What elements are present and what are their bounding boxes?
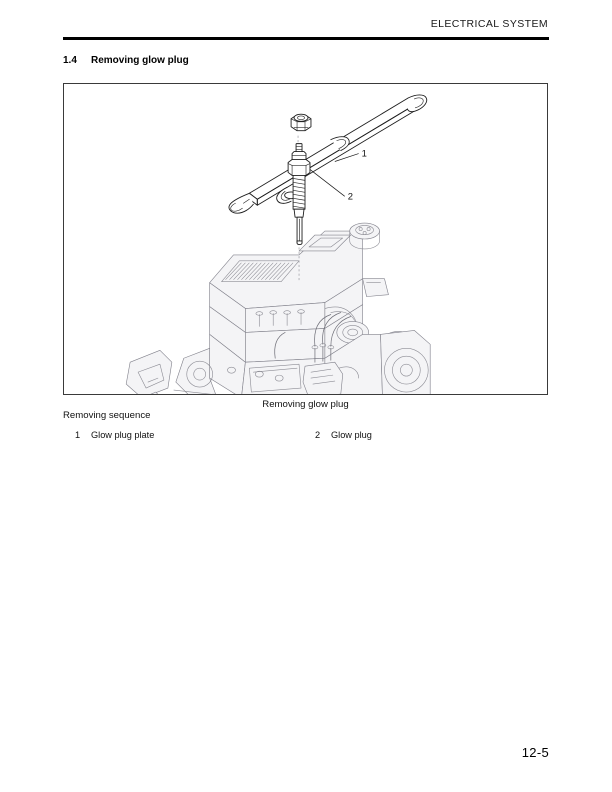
parts-list: 1 Glow plug plate 2 Glow plug	[63, 430, 548, 446]
part-number: 1	[75, 430, 81, 440]
removing-sequence-label: Removing sequence	[63, 410, 151, 421]
glow-plug-plate-part	[228, 94, 428, 214]
injection-pump	[302, 343, 359, 394]
parts-list-item: 2 Glow plug	[315, 430, 372, 440]
callout-label-1: 1	[362, 148, 367, 159]
glow-plug-exploded-diagram: 1 2	[125, 94, 431, 394]
part-number: 2	[315, 430, 321, 440]
page-number: 12-5	[521, 745, 549, 760]
engine-assembly-drawing	[125, 222, 431, 394]
callout-label-2: 2	[348, 190, 353, 201]
callout-leaders: 1 2	[309, 148, 367, 201]
section-heading: 1.4 Removing glow plug	[63, 55, 189, 66]
figure-illustration-box: 1 2	[63, 83, 548, 395]
part-name: Glow plug	[331, 430, 372, 440]
glow-plug-part	[287, 143, 311, 245]
glow-plug-nut-part	[290, 113, 312, 132]
header-divider-rule	[63, 37, 549, 40]
page-header-title: ELECTRICAL SYSTEM	[430, 18, 548, 30]
section-number: 1.4	[63, 55, 77, 66]
part-name: Glow plug plate	[91, 430, 155, 440]
figure-caption: Removing glow plug	[262, 399, 349, 410]
section-title: Removing glow plug	[91, 55, 189, 66]
parts-list-item: 1 Glow plug plate	[75, 430, 154, 440]
